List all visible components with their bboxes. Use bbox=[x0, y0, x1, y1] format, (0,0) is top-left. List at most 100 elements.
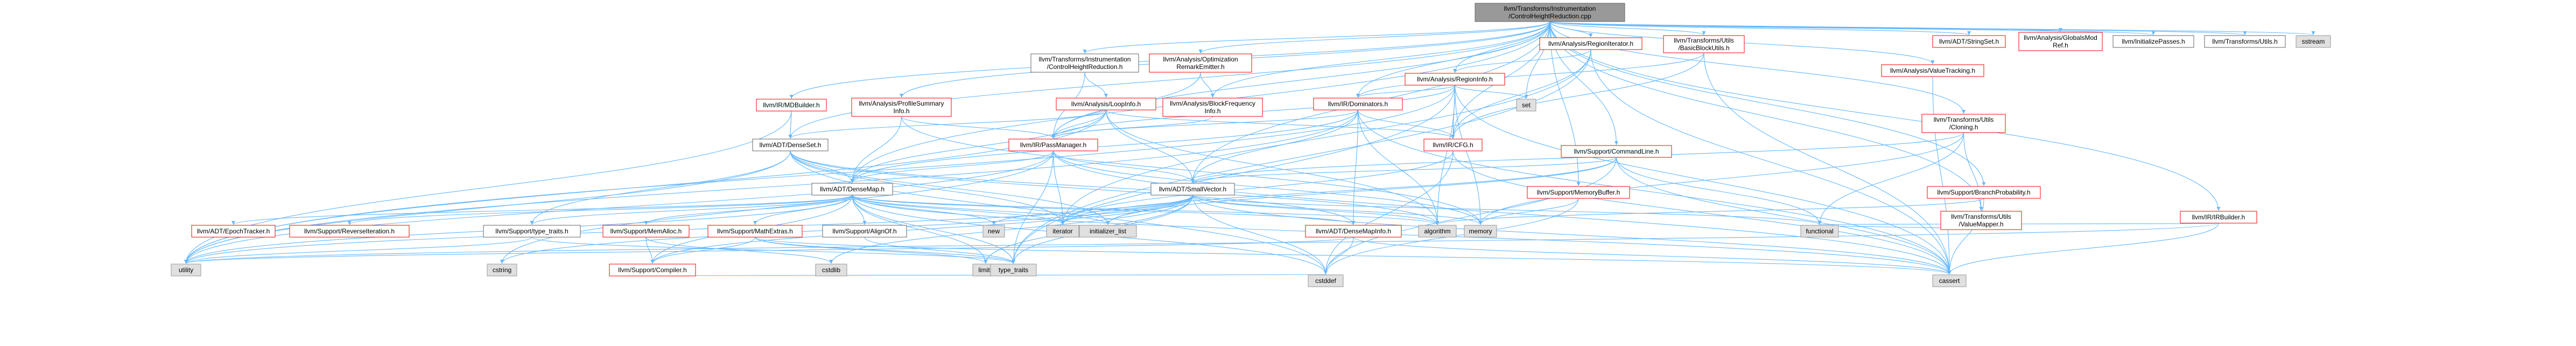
node-box bbox=[1932, 35, 2006, 48]
include-edge bbox=[1549, 21, 2062, 32]
node-box bbox=[851, 98, 952, 117]
graph-node-smallvector[interactable]: llvm/ADT/SmallVector.h bbox=[1150, 183, 1235, 196]
include-edge bbox=[1452, 150, 1952, 275]
graph-node-ore[interactable]: llvm/Analysis/OptimizationRemarkEmitter.… bbox=[1149, 53, 1252, 73]
graph-node-reverseiter[interactable]: llvm/Support/ReverseIteration.h bbox=[289, 225, 410, 238]
node-box bbox=[1030, 53, 1139, 73]
graph-node-chr_h[interactable]: llvm/Transforms/Instrumentation/ControlH… bbox=[1030, 53, 1139, 73]
graph-node-tutils[interactable]: llvm/Transforms/Utils.h bbox=[2204, 35, 2286, 48]
include-edge bbox=[1549, 21, 2221, 211]
include-edge bbox=[1200, 72, 1215, 98]
include-edge bbox=[1051, 109, 1107, 139]
graph-node-passmanager[interactable]: llvm/IR/PassManager.h bbox=[1008, 139, 1098, 151]
include-edge bbox=[1454, 85, 1483, 225]
include-edge bbox=[1451, 49, 1591, 139]
include-edge bbox=[500, 150, 1054, 264]
graph-node-sstream: sstream bbox=[2296, 35, 2331, 48]
node-box bbox=[2204, 35, 2286, 48]
graph-node-valuetracking[interactable]: llvm/Analysis/ValueTracking.h bbox=[1881, 64, 1984, 77]
include-edge bbox=[1052, 150, 1195, 183]
node-label: llvm/ADT/StringSet.h bbox=[1939, 38, 1999, 45]
node-label: Ref.h bbox=[2053, 41, 2068, 49]
include-edge bbox=[1106, 195, 1194, 225]
graph-node-regioniterator[interactable]: llvm/Analysis/RegionIterator.h bbox=[1539, 37, 1643, 50]
graph-node-utils_bbu[interactable]: llvm/Transforms/Utils/BasicBlockUtils.h bbox=[1663, 35, 1745, 53]
node-box bbox=[609, 264, 696, 276]
node-label: llvm/IR/IRBuilder.h bbox=[2192, 213, 2245, 221]
node-label: llvm/IR/MDBuilder.h bbox=[763, 101, 819, 109]
node-box bbox=[1008, 139, 1098, 151]
graph-node-irbuilder[interactable]: llvm/IR/IRBuilder.h bbox=[2180, 211, 2257, 224]
include-edge bbox=[184, 110, 792, 264]
graph-node-branchprob[interactable]: llvm/Support/BranchProbability.h bbox=[1927, 186, 2041, 199]
node-label: iterator bbox=[1052, 227, 1072, 235]
node-label: Info.h bbox=[1204, 107, 1220, 115]
node-box bbox=[171, 264, 201, 276]
node-label: Info.h bbox=[893, 107, 909, 115]
graph-node-root[interactable]: llvm/Transforms/Instrumentation/ControlH… bbox=[1475, 3, 1625, 22]
include-edge bbox=[1052, 150, 1483, 225]
node-label: utility bbox=[179, 266, 193, 274]
graph-node-algorithm: algorithm bbox=[1418, 225, 1457, 238]
graph-node-valuemapper[interactable]: llvm/Transforms/Utils/ValueMapper.h bbox=[1940, 211, 2022, 230]
graph-node-mathextras[interactable]: llvm/Support/MathExtras.h bbox=[707, 225, 803, 238]
graph-node-memorybuffer[interactable]: llvm/Support/MemoryBuffer.h bbox=[1527, 186, 1630, 199]
node-box bbox=[752, 139, 829, 151]
node-label: llvm/Support/AlignOf.h bbox=[832, 227, 896, 235]
graph-node-regioninfo[interactable]: llvm/Analysis/RegionInfo.h bbox=[1405, 73, 1505, 86]
include-edge bbox=[645, 237, 655, 264]
graph-node-alignof[interactable]: llvm/Support/AlignOf.h bbox=[822, 225, 907, 238]
graph-node-cfg[interactable]: llvm/IR/CFG.h bbox=[1423, 139, 1483, 151]
graph-node-epochtracker[interactable]: llvm/ADT/EpochTracker.h bbox=[191, 225, 276, 238]
node-box bbox=[1881, 64, 1984, 77]
graph-node-mdbuilder[interactable]: llvm/IR/MDBuilder.h bbox=[756, 99, 827, 112]
node-label: llvm/Transforms/Utils.h bbox=[2212, 38, 2278, 45]
node-box bbox=[191, 225, 276, 238]
node-label: set bbox=[1522, 101, 1531, 109]
graph-node-cloning[interactable]: llvm/Transforms/Utils/Cloning.h bbox=[1921, 114, 2006, 133]
include-edge bbox=[852, 195, 1440, 225]
node-label: llvm/Transforms/Utils bbox=[1674, 37, 1734, 44]
include-edge bbox=[901, 116, 1055, 139]
include-edge bbox=[753, 195, 853, 225]
node-label: llvm/Support/Compiler.h bbox=[618, 266, 686, 274]
graph-node-stringset[interactable]: llvm/ADT/StringSet.h bbox=[1932, 35, 2006, 48]
include-edge bbox=[788, 109, 1107, 139]
node-box bbox=[1079, 225, 1137, 238]
node-label: cstdlib bbox=[822, 266, 840, 274]
node-label: llvm/Support/CommandLine.h bbox=[1574, 148, 1659, 155]
include-edge bbox=[1454, 85, 1528, 99]
node-label: llvm/ADT/SmallVector.h bbox=[1159, 185, 1226, 193]
graph-node-memalloc[interactable]: llvm/Support/MemAlloc.h bbox=[602, 225, 690, 238]
node-label: memory bbox=[1469, 227, 1492, 235]
include-edge bbox=[1105, 109, 1455, 139]
include-edge bbox=[852, 195, 1356, 225]
include-edge bbox=[530, 150, 791, 225]
include-edge bbox=[788, 21, 1550, 139]
node-label: cstring bbox=[493, 266, 511, 274]
include-edge bbox=[754, 237, 988, 264]
graph-node-initpasses[interactable]: llvm/InitializePasses.h bbox=[2112, 35, 2194, 48]
graph-node-typetraits_s[interactable]: llvm/Support/type_traits.h bbox=[483, 225, 581, 238]
include-edge bbox=[1351, 109, 1359, 225]
graph-node-densemap_set[interactable]: llvm/ADT/DenseSet.h bbox=[752, 139, 829, 151]
graph-node-dominators[interactable]: llvm/IR/Dominators.h bbox=[1313, 98, 1403, 110]
graph-node-loopinfo[interactable]: llvm/Analysis/LoopInfo.h bbox=[1056, 98, 1156, 110]
include-edge bbox=[852, 195, 1065, 225]
include-edge bbox=[1947, 198, 1984, 275]
include-edge bbox=[1192, 195, 1440, 225]
include-edge bbox=[829, 195, 1194, 264]
graph-node-densemapinfo[interactable]: llvm/ADT/DenseMapInfo.h bbox=[1305, 225, 1402, 238]
graph-node-densemap[interactable]: llvm/ADT/DenseMap.h bbox=[811, 183, 893, 196]
include-edge bbox=[231, 195, 853, 225]
node-label: llvm/Analysis/RegionInfo.h bbox=[1417, 75, 1493, 83]
include-edge bbox=[850, 109, 1359, 183]
include-edge bbox=[1478, 198, 1579, 225]
graph-node-cmdline[interactable]: llvm/Support/CommandLine.h bbox=[1561, 145, 1672, 158]
node-label: llvm/ADT/EpochTracker.h bbox=[197, 227, 270, 235]
graph-node-compiler[interactable]: llvm/Support/Compiler.h bbox=[609, 264, 696, 276]
node-box bbox=[811, 183, 893, 196]
